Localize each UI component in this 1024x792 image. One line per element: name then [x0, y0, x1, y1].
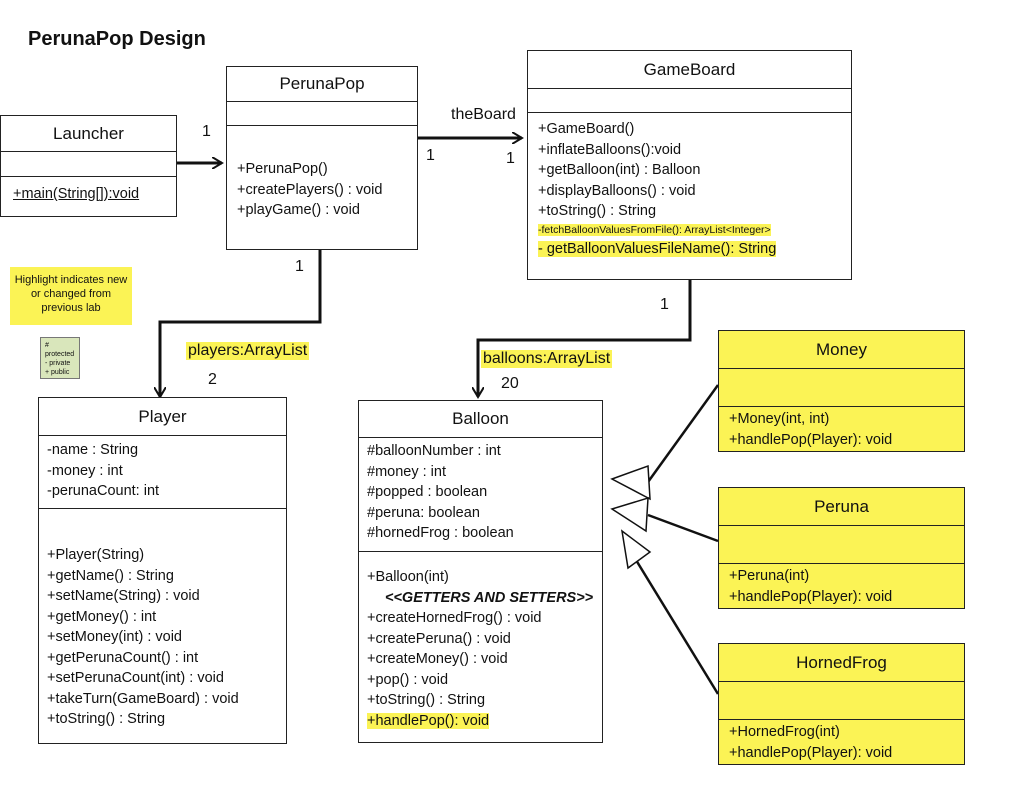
attribute: -money : int	[47, 462, 123, 479]
class-attributes	[719, 526, 964, 564]
class-name: HornedFrog	[719, 644, 964, 682]
legend-item: + public	[45, 369, 70, 376]
class-attributes	[1, 152, 176, 177]
class-methods: +HornedFrog(int) +handlePop(Player): voi…	[719, 720, 964, 763]
method: +getName() : String	[47, 567, 174, 584]
class-name: GameBoard	[528, 51, 851, 89]
class-attributes: #balloonNumber : int #money : int #poppe…	[359, 438, 602, 552]
multiplicity-label: 20	[501, 375, 519, 392]
method: +setMoney(int) : void	[47, 629, 182, 645]
class-launcher: Launcher +main(String[]):void	[0, 115, 177, 217]
method: +createPlayers() : void	[237, 181, 383, 198]
class-attributes	[719, 369, 964, 407]
method: +playGame() : void	[237, 202, 360, 218]
method: +getBalloon(int) : Balloon	[538, 162, 701, 178]
peruna-inherit-line	[647, 513, 719, 543]
class-name: Money	[719, 331, 964, 369]
role-label: balloons:ArrayList	[481, 350, 613, 368]
perunapop-player-line	[160, 248, 322, 397]
class-methods: +Money(int, int) +handlePop(Player): voi…	[719, 407, 964, 450]
money-inherit-line	[646, 384, 720, 483]
gameboard-balloon-line	[478, 280, 692, 397]
method: +PerunaPop()	[237, 161, 328, 177]
method: +toString() : String	[538, 203, 657, 219]
class-methods: +PerunaPop() +createPlayers() : void +pl…	[227, 126, 417, 221]
method: +inflateBalloons():void	[538, 141, 682, 158]
method: +toString() : String	[47, 711, 166, 727]
attribute: #popped : boolean	[367, 484, 488, 500]
class-name: Balloon	[359, 401, 602, 438]
method: +Peruna(int)	[729, 568, 810, 584]
class-methods: +Player(String) +getName() : String +set…	[39, 509, 286, 730]
diagram-title: PerunaPop Design	[28, 28, 206, 50]
method: +Money(int, int)	[729, 411, 830, 427]
method: +Player(String)	[47, 547, 145, 563]
method: +createMoney() : void	[367, 651, 508, 667]
attribute: -name : String	[47, 442, 139, 458]
class-money: Money +Money(int, int) +handlePop(Player…	[718, 330, 965, 452]
method: +GameBoard()	[538, 121, 635, 137]
multiplicity-label: 1	[506, 150, 515, 167]
role-label: theBoard	[451, 106, 516, 123]
method: +setName(String) : void	[47, 588, 200, 604]
inherit-triangle-1	[610, 464, 651, 501]
legend-item: - private	[45, 360, 71, 367]
visibility-legend: # protected - private + public	[40, 337, 80, 379]
method: +main(String[]):void	[13, 186, 140, 202]
class-name: Player	[39, 398, 286, 436]
method: +takeTurn(GameBoard) : void	[47, 690, 239, 707]
method: +Balloon(int)	[367, 569, 449, 585]
attribute: #money : int	[367, 463, 446, 480]
method: +toString() : String	[367, 692, 486, 708]
method-stereotype: <<GETTERS AND SETTERS>>	[385, 589, 594, 606]
attribute: -perunaCount: int	[47, 483, 160, 499]
attribute: #balloonNumber : int	[367, 443, 501, 459]
multiplicity-label: 1	[202, 123, 211, 140]
class-perunapop: PerunaPop +PerunaPop() +createPlayers() …	[226, 66, 418, 250]
method: +displayBalloons() : void	[538, 182, 696, 199]
class-methods: +main(String[]):void	[1, 177, 176, 205]
inherit-triangle-3	[620, 529, 652, 570]
class-methods: +Peruna(int) +handlePop(Player): void	[719, 564, 964, 607]
method: +createPeruna() : void	[367, 630, 511, 647]
hornedfrog-inherit-line	[634, 559, 720, 695]
multiplicity-label: 1	[426, 147, 435, 164]
attribute: #peruna: boolean	[367, 504, 480, 521]
method: +createHornedFrog() : void	[367, 610, 542, 626]
class-peruna: Peruna +Peruna(int) +handlePop(Player): …	[718, 487, 965, 609]
method: +handlePop(Player): void	[729, 744, 893, 761]
method-highlighted: +handlePop(): void	[367, 712, 490, 729]
method-highlighted: - getBalloonValuesFileName(): String	[538, 240, 777, 257]
class-name: PerunaPop	[227, 67, 417, 102]
highlight-note: Highlight indicates new or changed from …	[10, 267, 132, 325]
legend-item: # protected	[45, 342, 75, 358]
method-highlighted: -fetchBalloonValuesFromFile(): ArrayList…	[538, 223, 771, 236]
multiplicity-label: 1	[295, 258, 304, 275]
method: +getPerunaCount() : int	[47, 649, 199, 666]
class-name: Launcher	[1, 116, 176, 152]
class-attributes	[528, 89, 851, 113]
class-name: Peruna	[719, 488, 964, 526]
method: +handlePop(Player): void	[729, 431, 893, 448]
class-gameboard: GameBoard +GameBoard() +inflateBalloons(…	[527, 50, 852, 280]
method: +pop() : void	[367, 671, 449, 688]
class-attributes	[227, 102, 417, 126]
method: +getMoney() : int	[47, 608, 157, 625]
method: +setPerunaCount(int) : void	[47, 670, 224, 686]
class-attributes: -name : String -money : int -perunaCount…	[39, 436, 286, 509]
multiplicity-label: 1	[660, 296, 669, 313]
class-methods: +Balloon(int) <<GETTERS AND SETTERS>> +c…	[359, 552, 602, 731]
class-methods: +GameBoard() +inflateBalloons():void +ge…	[528, 113, 851, 259]
method: +HornedFrog(int)	[729, 724, 840, 740]
class-balloon: Balloon #balloonNumber : int #money : in…	[358, 400, 603, 743]
method: +handlePop(Player): void	[729, 588, 893, 605]
multiplicity-label: 2	[208, 371, 217, 388]
attribute: #hornedFrog : boolean	[367, 525, 514, 541]
class-attributes	[719, 682, 964, 720]
class-player: Player -name : String -money : int -peru…	[38, 397, 287, 744]
role-label: players:ArrayList	[186, 342, 310, 360]
inherit-triangle-2	[610, 496, 649, 533]
class-hornedfrog: HornedFrog +HornedFrog(int) +handlePop(P…	[718, 643, 965, 765]
